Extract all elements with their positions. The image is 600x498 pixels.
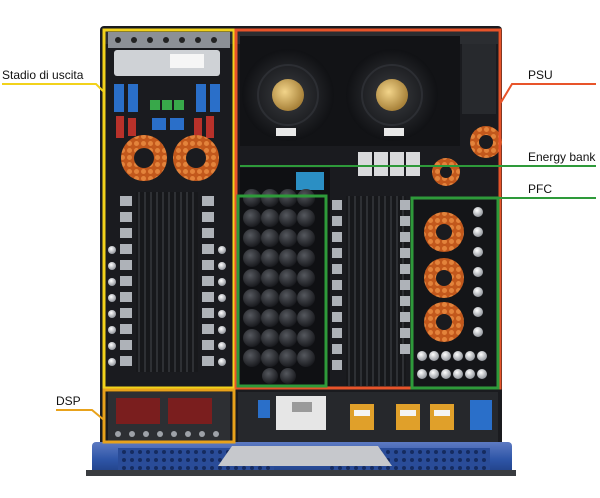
front-panel [86, 442, 516, 476]
amber-transformers [350, 404, 454, 430]
frame-psu [234, 28, 502, 390]
bottom-board [238, 392, 498, 442]
frame-pfc [410, 196, 500, 390]
label-pfc: PFC [528, 182, 552, 196]
output-heatsink [136, 192, 198, 372]
screw-row [115, 37, 217, 43]
label-energy-bank: Energy bank [528, 150, 596, 164]
label-stadio-di-uscita: Stadio di uscita [2, 68, 84, 82]
leader-psu [499, 83, 596, 105]
frame-energy [236, 194, 328, 388]
dsp-area [108, 392, 230, 442]
output-stage [108, 32, 230, 372]
output-toroids [121, 135, 219, 181]
psu-fans [240, 36, 460, 146]
psu-heatsink [332, 196, 410, 386]
frame-stadio [102, 28, 236, 390]
label-dsp: DSP [56, 394, 81, 408]
pfc-section [414, 200, 498, 386]
leader-dsp [56, 409, 105, 421]
leader-stadio [2, 83, 105, 93]
energy-bank [240, 168, 330, 386]
pfc-toroids [424, 212, 464, 342]
psu-right-parts [358, 44, 502, 186]
frame-dsp [102, 388, 236, 444]
label-psu: PSU [528, 68, 553, 82]
